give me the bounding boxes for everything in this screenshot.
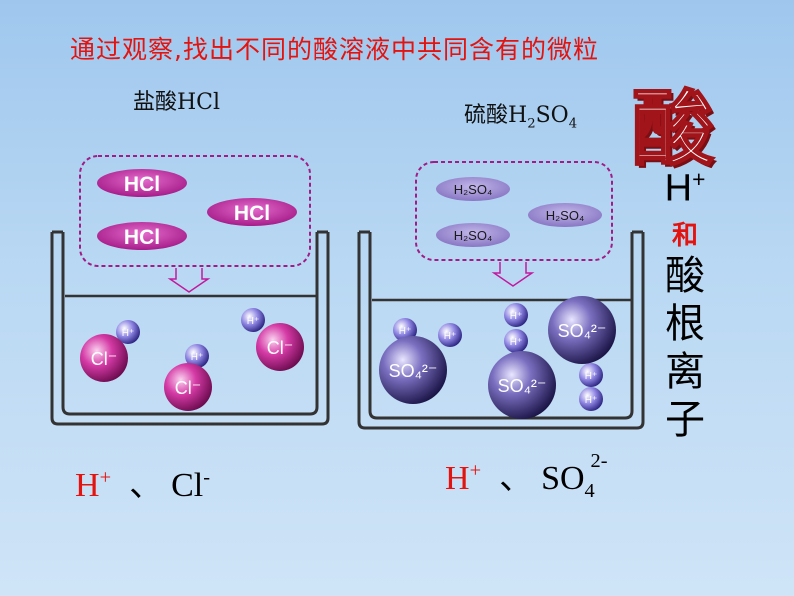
- h-ion: H⁺: [504, 329, 528, 353]
- side-char-2: 根: [665, 300, 705, 347]
- page-title: 通过观察,找出不同的酸溶液中共同含有的微粒: [70, 35, 599, 64]
- svg-text:HCl: HCl: [124, 173, 160, 196]
- h-ion: H⁺: [579, 387, 603, 411]
- svg-text:H₂SO₄: H₂SO₄: [546, 208, 585, 223]
- svg-text:SO₄²⁻: SO₄²⁻: [558, 321, 607, 341]
- so4-ion: SO₄²⁻: [548, 296, 616, 364]
- cl-ion: Cl⁻: [164, 363, 212, 411]
- cl-ion: Cl⁻: [256, 323, 304, 371]
- arrow-down-right-icon: [491, 262, 535, 287]
- svg-text:SO₄²⁻: SO₄²⁻: [498, 376, 547, 396]
- acid-character: 酸: [631, 80, 715, 178]
- h-ion: H⁺: [241, 308, 265, 332]
- beaker-right: [357, 230, 645, 430]
- svg-text:H⁺: H⁺: [399, 326, 412, 337]
- svg-text:H⁺: H⁺: [585, 371, 598, 382]
- svg-text:HCl: HCl: [124, 226, 160, 249]
- svg-text:H⁺: H⁺: [191, 352, 204, 363]
- h2so4-label: 硫酸H2SO4: [464, 103, 578, 132]
- side-h-ion: H+: [664, 166, 706, 210]
- h-ion: H⁺: [185, 344, 209, 368]
- h2so4-molecule: H₂SO₄: [436, 177, 510, 201]
- h-ion: H⁺: [393, 318, 417, 342]
- h2so4-molecule: H₂SO₄: [436, 223, 510, 247]
- svg-text:H⁺: H⁺: [510, 311, 523, 322]
- svg-text:HCl: HCl: [234, 202, 270, 225]
- hcl-molecule: HCl: [207, 198, 297, 226]
- svg-text:H⁺: H⁺: [510, 337, 523, 348]
- svg-text:SO₄²⁻: SO₄²⁻: [389, 361, 438, 381]
- svg-text:H₂SO₄: H₂SO₄: [454, 228, 493, 243]
- svg-text:H₂SO₄: H₂SO₄: [454, 182, 493, 197]
- hcl-label: 盐酸HCl: [133, 90, 221, 115]
- h-ion: H⁺: [504, 303, 528, 327]
- svg-text:Cl⁻: Cl⁻: [91, 349, 118, 369]
- svg-text:H⁺: H⁺: [122, 328, 135, 339]
- svg-text:Cl⁻: Cl⁻: [175, 378, 202, 398]
- svg-text:H⁺: H⁺: [585, 395, 598, 406]
- svg-text:H⁺: H⁺: [247, 316, 260, 327]
- so4-ion: SO₄²⁻: [379, 336, 447, 404]
- hcl-molecule: HCl: [97, 169, 187, 197]
- hcl-callout: [79, 155, 311, 267]
- side-and: 和: [671, 220, 698, 251]
- beaker-left: [50, 230, 330, 426]
- hcl-ions-formula: H+、Cl-: [75, 466, 210, 504]
- side-char-1: 酸: [665, 252, 705, 299]
- h2so4-callout: [415, 161, 613, 261]
- side-char-4: 子: [665, 396, 705, 443]
- h2so4-molecule: H₂SO₄: [528, 203, 602, 227]
- so4-ion: SO₄²⁻: [488, 351, 556, 419]
- cl-ion: Cl⁻: [80, 334, 128, 382]
- svg-text:H⁺: H⁺: [444, 331, 457, 342]
- h-ion: H⁺: [579, 363, 603, 387]
- hcl-molecule: HCl: [97, 222, 187, 250]
- h-ion: H⁺: [438, 323, 462, 347]
- h-ion: H⁺: [116, 320, 140, 344]
- arrow-down-left-icon: [167, 268, 211, 293]
- side-note: H+ 和 酸 根 离 子: [660, 166, 710, 444]
- side-char-3: 离: [665, 348, 705, 395]
- svg-text:Cl⁻: Cl⁻: [267, 338, 294, 358]
